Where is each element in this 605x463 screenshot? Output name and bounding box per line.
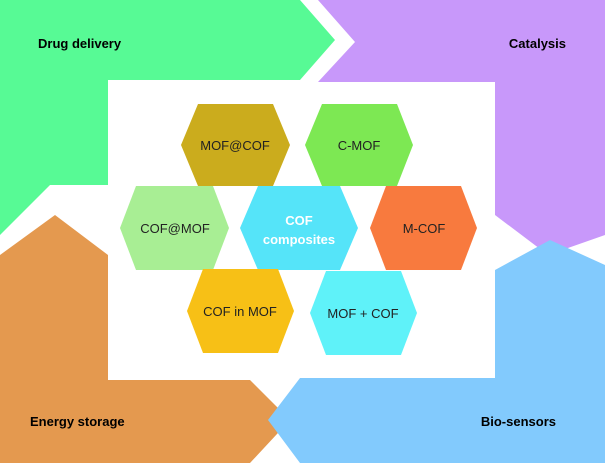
hex-cof-at-mof: COF@MOF xyxy=(120,186,229,270)
hex-mof-plus-cof: MOF + COF xyxy=(310,271,417,355)
hex-m-cof-label: M-COF xyxy=(403,221,446,236)
catalysis-arrow xyxy=(318,0,605,255)
hex-center-cof-composites: COF composites xyxy=(240,186,358,270)
hex-cof-in-mof: COF in MOF xyxy=(187,269,294,353)
drug-delivery-arrow xyxy=(0,0,335,235)
hex-cof-in-mof-label: COF in MOF xyxy=(203,304,277,319)
hex-c-mof-label: C-MOF xyxy=(338,138,381,153)
energy-storage-label: Energy storage xyxy=(30,414,125,429)
hex-center-line1: COF xyxy=(285,213,313,228)
bio-sensors-arrow xyxy=(268,240,605,463)
hex-mof-at-cof-label: MOF@COF xyxy=(200,138,270,153)
hex-mof-at-cof: MOF@COF xyxy=(181,104,290,186)
hex-m-cof: M-COF xyxy=(370,186,477,270)
hex-center-line2: composites xyxy=(263,232,335,247)
bio-sensors-label: Bio-sensors xyxy=(481,414,556,429)
hex-cof-at-mof-label: COF@MOF xyxy=(140,221,210,236)
energy-storage-arrow xyxy=(0,215,290,463)
hex-mof-plus-cof-label: MOF + COF xyxy=(327,306,398,321)
drug-delivery-label: Drug delivery xyxy=(38,36,122,51)
catalysis-label: Catalysis xyxy=(509,36,566,51)
hex-c-mof: C-MOF xyxy=(305,104,413,186)
